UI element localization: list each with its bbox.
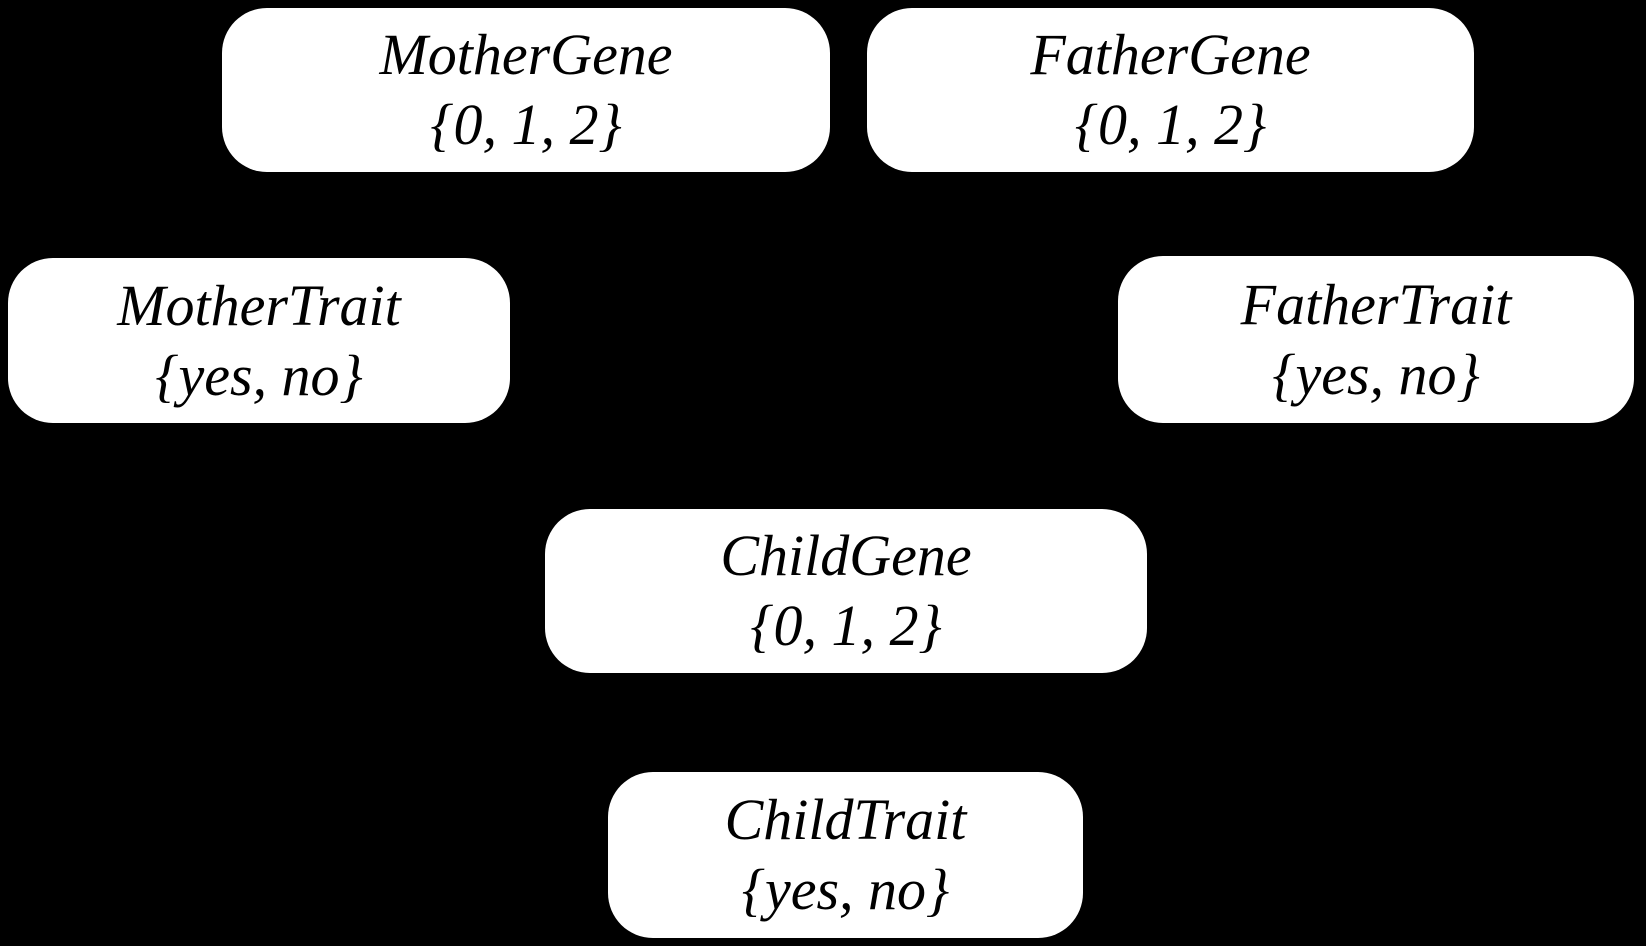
node-mother-gene: MotherGene {0, 1, 2} bbox=[222, 8, 830, 172]
node-child-gene: ChildGene {0, 1, 2} bbox=[545, 509, 1147, 673]
node-mother-trait: MotherTrait {yes, no} bbox=[8, 258, 510, 423]
node-father-gene-title: FatherGene bbox=[1030, 22, 1311, 87]
node-mother-gene-title: MotherGene bbox=[379, 22, 673, 87]
node-father-trait-title: FatherTrait bbox=[1240, 271, 1512, 337]
node-child-trait-domain: {yes, no} bbox=[741, 857, 950, 922]
node-father-trait-domain: {yes, no} bbox=[1272, 341, 1480, 407]
node-father-gene: FatherGene {0, 1, 2} bbox=[867, 8, 1474, 172]
node-mother-trait-title: MotherTrait bbox=[117, 272, 401, 338]
node-child-trait: ChildTrait {yes, no} bbox=[608, 772, 1083, 938]
node-child-trait-title: ChildTrait bbox=[724, 787, 967, 852]
node-child-gene-domain: {0, 1, 2} bbox=[750, 593, 942, 658]
node-father-trait: FatherTrait {yes, no} bbox=[1118, 256, 1634, 423]
node-mother-trait-domain: {yes, no} bbox=[155, 342, 363, 408]
node-child-gene-title: ChildGene bbox=[720, 523, 972, 588]
node-mother-gene-domain: {0, 1, 2} bbox=[430, 92, 622, 157]
node-father-gene-domain: {0, 1, 2} bbox=[1074, 92, 1267, 157]
